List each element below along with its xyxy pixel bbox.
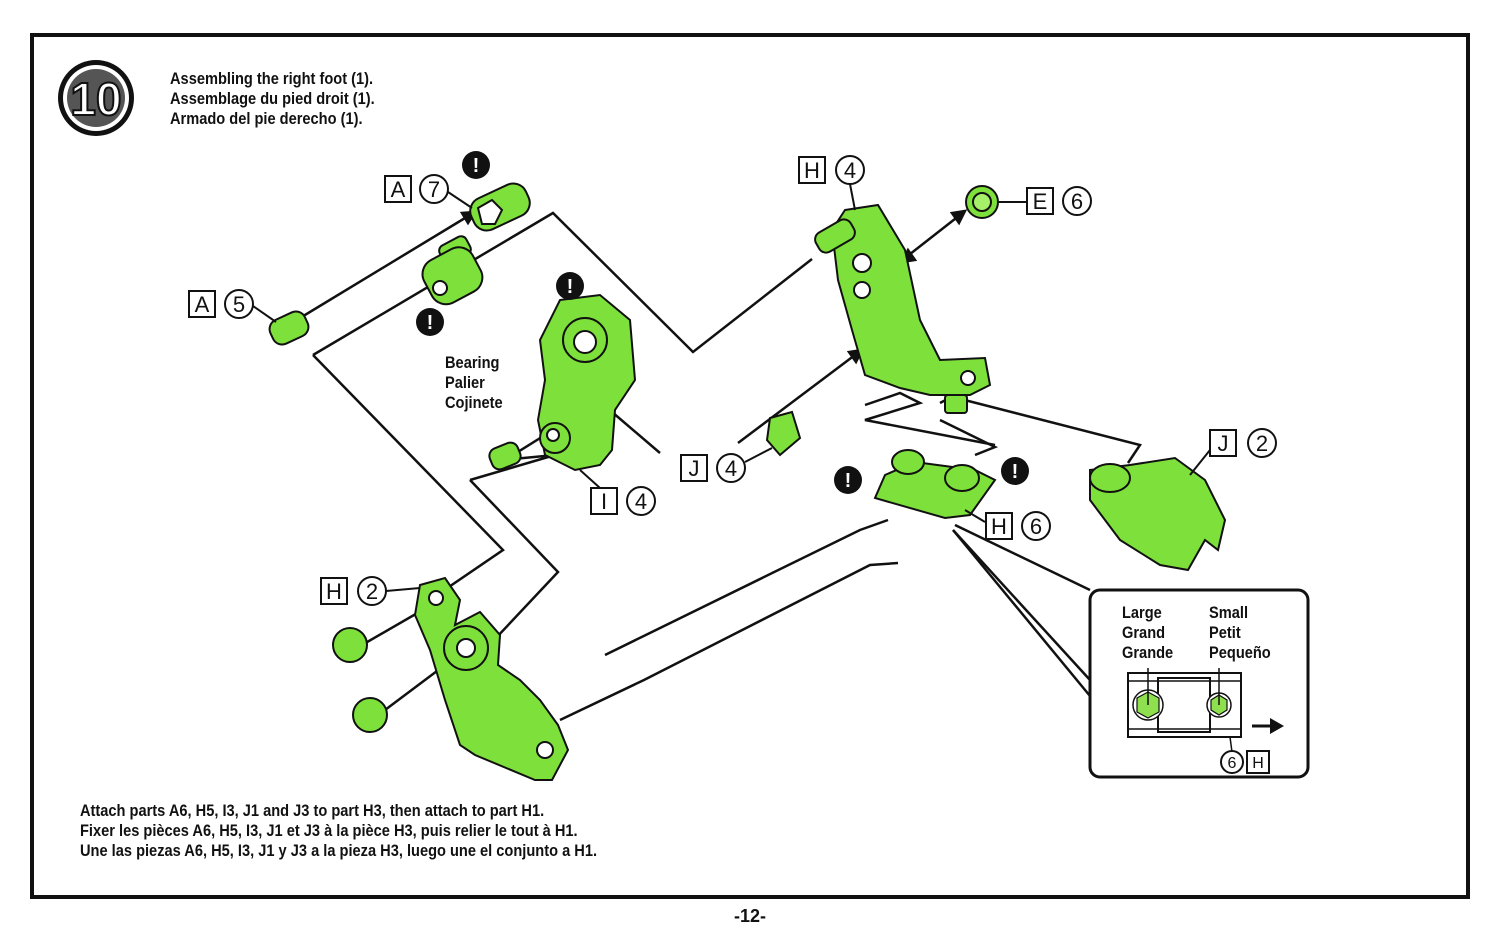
title-en: Assembling the right foot (1). [170, 69, 374, 88]
part-h2-frame [413, 576, 570, 781]
svg-text:A: A [195, 292, 210, 317]
part-label-j4: J 4 [680, 447, 773, 483]
part-h4-frame [814, 203, 992, 414]
svg-text:6: 6 [1228, 755, 1237, 772]
bearing-label-es: Cojinete [445, 393, 503, 412]
inset-large-fr: Grand [1122, 623, 1166, 642]
svg-text:7: 7 [428, 177, 440, 202]
svg-text:I: I [601, 489, 607, 514]
part-label-h4: H 4 [798, 155, 865, 211]
bearing-label-en: Bearing [445, 353, 500, 372]
part-label-h2: H 2 [320, 576, 421, 606]
caution-marks: ! ! ! ! ! [416, 151, 1029, 494]
svg-text:6: 6 [1030, 514, 1042, 539]
part-a5-sleeve [268, 310, 310, 346]
caution-icon: ! [556, 272, 584, 300]
inset-small-en: Small [1209, 603, 1249, 622]
part-h6-plate [873, 449, 997, 520]
caution-icon: ! [416, 308, 444, 336]
step-badge: 10 [58, 60, 134, 136]
instructions-en: Attach parts A6, H5, I3, J1 and J3 to pa… [80, 801, 545, 820]
svg-text:H: H [804, 158, 820, 183]
svg-text:!: ! [473, 155, 480, 177]
svg-text:H: H [326, 579, 342, 604]
arrow-right-icon [1270, 718, 1284, 734]
part-label-j2: J 2 [1189, 428, 1277, 476]
svg-text:2: 2 [366, 579, 378, 604]
caution-icon: ! [834, 466, 862, 494]
part-label-a7: A 7 [384, 174, 473, 209]
inset-large-es: Grande [1122, 643, 1174, 662]
detail-inset: 6 H [1088, 588, 1310, 779]
svg-text:!: ! [567, 276, 574, 298]
svg-text:J: J [1218, 431, 1229, 456]
inset-small-fr: Petit [1209, 623, 1241, 642]
svg-text:H: H [1252, 755, 1264, 772]
caution-icon: ! [1001, 457, 1029, 485]
parts-artwork [268, 182, 1227, 781]
svg-text:H: H [991, 514, 1007, 539]
step-number: 10 [70, 73, 121, 125]
svg-text:!: ! [845, 470, 852, 492]
part-h2-caps [332, 627, 388, 733]
part-label-h6: H 6 [964, 509, 1051, 541]
svg-text:4: 4 [635, 489, 647, 514]
title-fr: Assemblage du pied droit (1). [170, 89, 375, 108]
inset-small-es: Pequeño [1209, 643, 1271, 662]
title-es: Armado del pie derecho (1). [170, 109, 363, 128]
inset-large-en: Large [1122, 603, 1162, 622]
svg-text:2: 2 [1256, 431, 1268, 456]
page-number: -12- [733, 906, 766, 926]
svg-text:!: ! [427, 312, 434, 334]
svg-text:A: A [391, 177, 406, 202]
instructions-fr: Fixer les pièces A6, H5, I3, J1 et J3 à … [80, 821, 578, 840]
svg-text:J: J [689, 456, 700, 481]
svg-text:E: E [1033, 189, 1048, 214]
bearing-label-fr: Palier [445, 373, 485, 392]
caution-icon: ! [462, 151, 490, 179]
part-label-i4: I 4 [579, 469, 656, 516]
part-e6-cap [965, 185, 999, 219]
part-label-a5: A 5 [188, 289, 277, 323]
svg-text:6: 6 [1071, 189, 1083, 214]
part-label-e6: E 6 [998, 186, 1092, 216]
instruction-frame [30, 33, 1470, 899]
svg-text:4: 4 [844, 158, 856, 183]
part-j2-claw [1089, 456, 1227, 572]
part-j4-block [765, 410, 802, 457]
part-a7-shaft [421, 182, 531, 306]
svg-text:!: ! [1012, 461, 1019, 483]
svg-text:5: 5 [233, 292, 245, 317]
svg-text:4: 4 [725, 456, 737, 481]
instructions-es: Une las piezas A6, H5, I3, J1 y J3 a la … [80, 841, 598, 860]
part-i4-housing [536, 293, 637, 472]
part-bearing [488, 441, 522, 471]
part-labels: A 7 A 5 H 4 E 6 [188, 155, 1277, 606]
